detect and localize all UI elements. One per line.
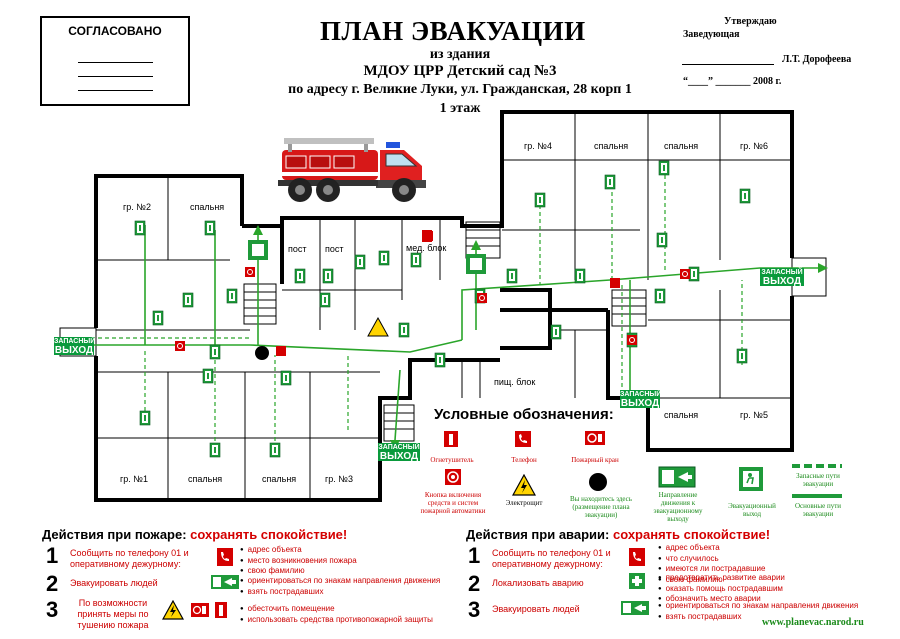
you-are-here-legend-icon xyxy=(589,473,607,491)
room-label: пост xyxy=(288,244,307,254)
phone-icon xyxy=(422,230,432,242)
direction-sign-icon xyxy=(621,601,649,615)
step-number: 3 xyxy=(468,597,481,622)
step-number: 3 xyxy=(46,597,59,622)
legend-panel-label: Электрощит xyxy=(505,499,543,507)
accident-step2-bullets: предотвратить развитие аварииоказать пом… xyxy=(658,573,785,605)
agreed-label: СОГЛАСОВАНО xyxy=(68,24,162,38)
staircases xyxy=(59,221,827,442)
room-label: гр. №6 xyxy=(740,141,768,151)
phone-icon xyxy=(629,548,645,566)
room-label: гр. №2 xyxy=(123,202,151,212)
room-label: спальня xyxy=(664,141,699,151)
subtitle-address: по адресу г. Великие Луки, ул. Гражданск… xyxy=(288,82,632,97)
phone-icon xyxy=(217,548,233,566)
electrical-panel-icon xyxy=(367,316,389,337)
fire-actions-heading: Действия при пожаре: сохранять спокойств… xyxy=(42,527,348,542)
room-label: спальня xyxy=(594,141,629,151)
electrical-panel-icon xyxy=(162,600,184,620)
plan-title: ПЛАН ЭВАКУАЦИИ xyxy=(320,16,586,46)
fire-hydrant-icon xyxy=(610,278,620,288)
legend-button-label: Кнопка включения средств и систем пожарн… xyxy=(420,491,486,515)
legend-phone-label: Телефон xyxy=(511,456,537,464)
fire-step3-text: По возможности принять меры по тушению п… xyxy=(77,598,149,630)
inner-walls xyxy=(96,112,792,500)
fire-alarm-button-icon xyxy=(627,335,637,345)
step-number: 2 xyxy=(468,571,481,596)
approve-name: Л.Т. Дорофеева xyxy=(782,54,852,65)
phone-legend-icon xyxy=(515,431,531,447)
legend-you-label: Вы находитесь здесь (размещение плана эв… xyxy=(570,495,632,519)
you-are-here-icon xyxy=(255,346,269,360)
room-label: спальня xyxy=(190,202,225,212)
legend-exit-label: Эвакуационный выход xyxy=(728,502,776,518)
legend-hydrant-label: Пожарный кран xyxy=(571,456,619,464)
fire-extinguisher-icon xyxy=(215,602,227,618)
accident-step3-bullets: ориентироваться по знакам направления дв… xyxy=(658,601,859,622)
room-label: спальня xyxy=(188,474,223,484)
legend-direction-label: Направление движения к эвакуационному вы… xyxy=(653,491,703,523)
fire-step1-text: Сообщить по телефону 01 и оперативному д… xyxy=(70,548,189,569)
accident-actions-heading: Действия при аварии: сохранять спокойств… xyxy=(466,527,771,542)
room-label: гр. №3 xyxy=(325,474,353,484)
legend-extinguisher-label: Огнетушитель xyxy=(430,456,474,464)
room-label: гр. №5 xyxy=(740,410,768,420)
approve-title: Утверждаю xyxy=(724,16,777,27)
fire-alarm-button-icon xyxy=(477,293,487,303)
signature-line xyxy=(78,62,153,63)
reserve-route-legend-icon xyxy=(792,464,842,468)
approve-role: Заведующая xyxy=(683,29,740,40)
website-url[interactable]: www.planevac.narod.ru xyxy=(762,617,864,628)
subtitle-building: из здания xyxy=(429,47,491,62)
signature-line xyxy=(78,76,153,77)
outer-walls xyxy=(94,110,794,502)
room-label: гр. №1 xyxy=(120,474,148,484)
legend-title: Условные обозначения: xyxy=(434,406,614,423)
accident-step3-text: Эвакуировать людей xyxy=(492,604,580,614)
fire-truck-image xyxy=(278,138,426,202)
room-label: пост xyxy=(325,244,344,254)
direction-sign-icon xyxy=(211,575,239,589)
room-label: гр. №4 xyxy=(524,141,552,151)
extinguisher-legend-icon xyxy=(444,431,458,447)
direction-legend-icon xyxy=(658,466,696,488)
main-route-legend-icon xyxy=(792,494,842,498)
fire-hydrant-icon xyxy=(191,603,209,617)
alarm-button-legend-icon xyxy=(445,469,461,485)
fire-step2-text: Эвакуировать людей xyxy=(70,578,158,588)
step-number: 1 xyxy=(468,543,481,568)
fire-step1-bullets: адрес объектаместо возникновения пожарас… xyxy=(240,545,357,577)
approve-date: “____” _______ 2008 г. xyxy=(683,76,782,87)
exit-legend-icon xyxy=(739,467,763,491)
fire-alarm-button-icon xyxy=(245,267,255,277)
step-number: 1 xyxy=(46,543,59,568)
room-label: пищ. блок xyxy=(494,377,536,387)
hydrant-legend-icon xyxy=(585,431,605,445)
fire-alarm-button-icon xyxy=(175,341,185,351)
room-label: спальня xyxy=(664,410,699,420)
fire-step3-bullets: обесточить помещениеиспользовать средств… xyxy=(240,604,433,625)
first-aid-icon xyxy=(629,573,645,589)
fire-alarm-button-icon xyxy=(680,269,690,279)
legend-main-label: Основные пути эвакуации xyxy=(794,502,842,518)
room-label: спальня xyxy=(262,474,297,484)
subtitle-org: МДОУ ЦРР Детский сад №3 xyxy=(363,63,557,79)
panel-legend-icon xyxy=(512,474,536,496)
fire-step2-bullets: ориентироваться по знакам направления дв… xyxy=(240,576,441,597)
accident-step1-text: Сообщить по телефону 01 и оперативному д… xyxy=(492,548,611,569)
subtitle-floor: 1 этаж xyxy=(439,101,481,116)
room-label: мед. блок xyxy=(406,243,447,253)
accident-step2-text: Локализовать аварию xyxy=(492,578,584,588)
step-number: 2 xyxy=(46,571,59,596)
agreed-box: СОГЛАСОВАНО xyxy=(40,16,190,106)
signature-line xyxy=(78,90,153,91)
legend-reserve-label: Запасные пути эвакуации xyxy=(796,472,840,488)
approve-signature-line xyxy=(682,64,774,65)
fire-hydrant-icon xyxy=(276,346,286,356)
